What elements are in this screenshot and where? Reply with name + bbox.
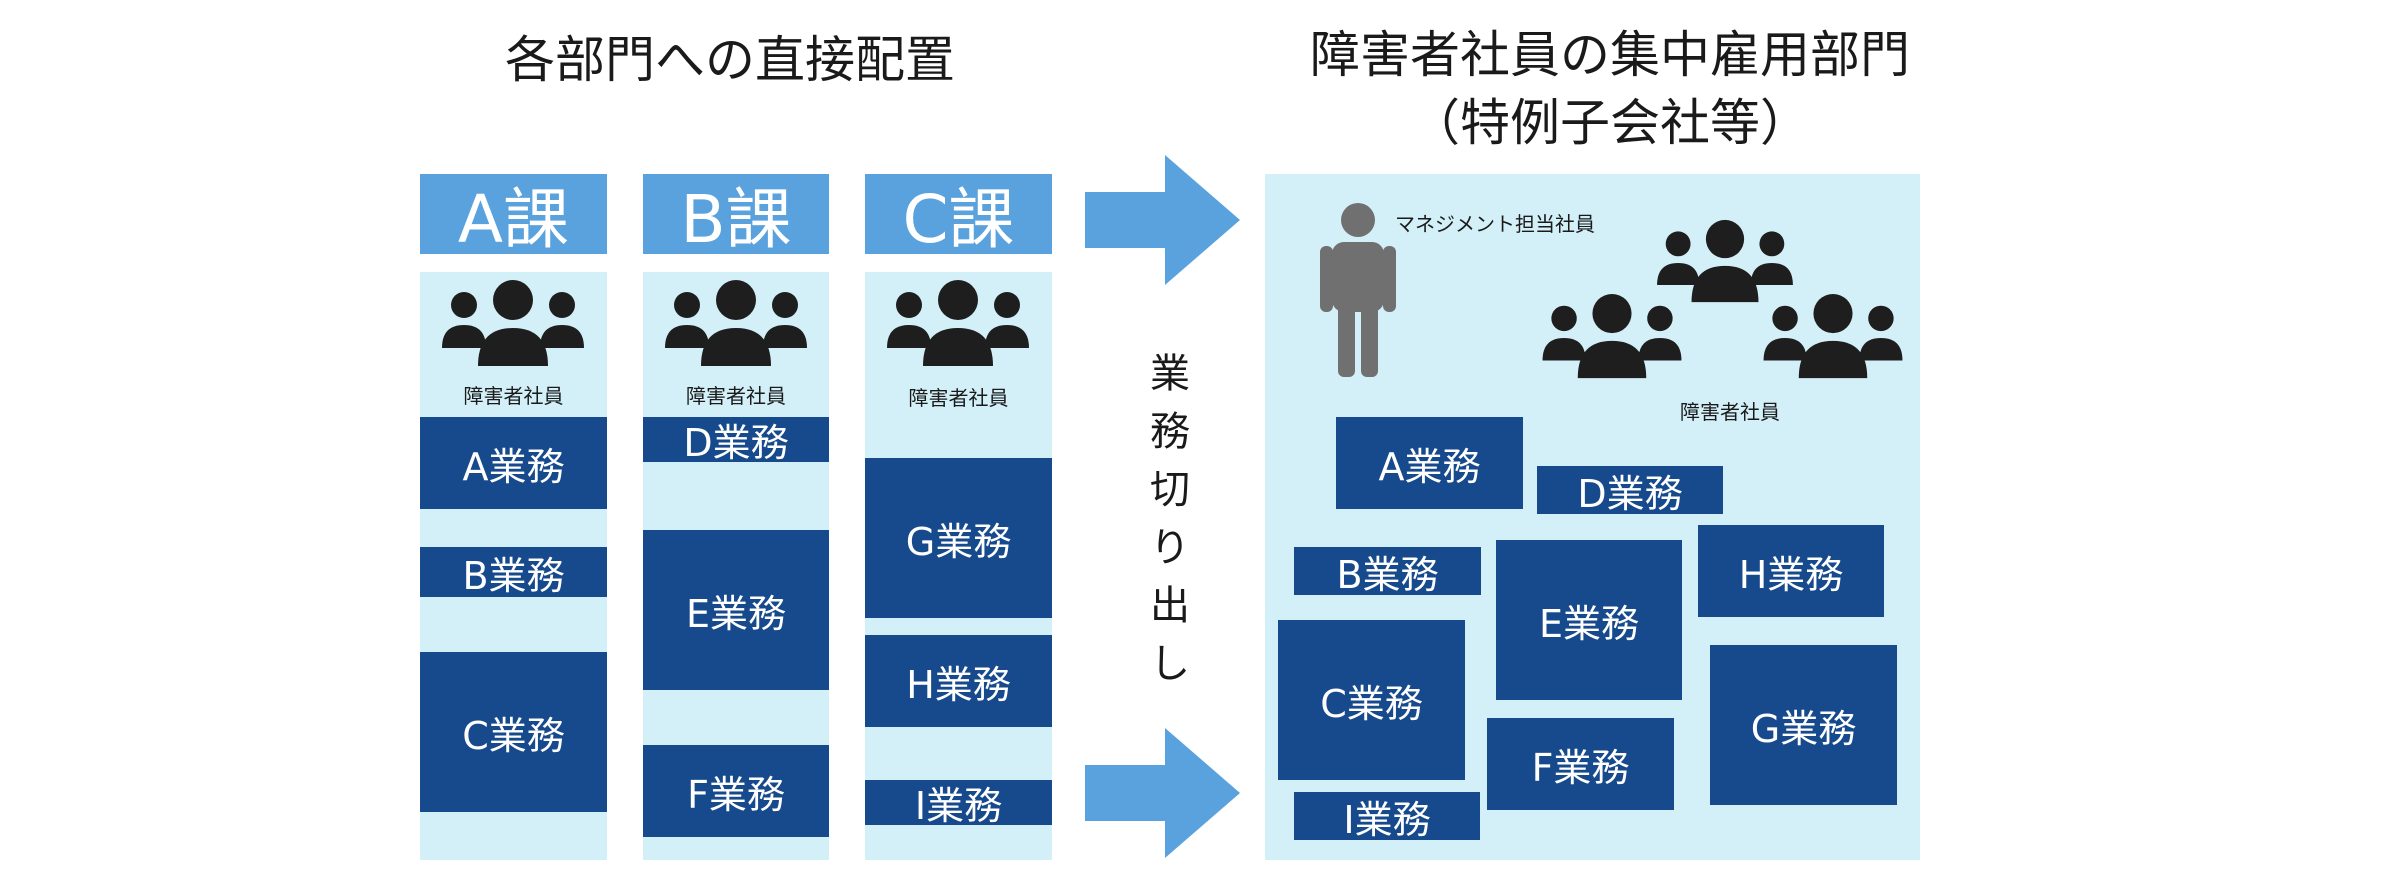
label-char: し <box>1150 641 1190 687</box>
people-label: 障害者社員 <box>686 384 786 408</box>
task-box-h: H業務 <box>1698 525 1884 617</box>
task-box-i: I業務 <box>865 780 1052 828</box>
task-box-i: I業務 <box>1294 792 1480 842</box>
task-box-b: B業務 <box>1294 547 1481 597</box>
department-header-c: C課 <box>865 174 1052 258</box>
task-box-c: C業務 <box>1278 620 1465 780</box>
task-extraction-label: 業 務 切 り 出 し <box>1135 345 1205 693</box>
person-icon <box>1320 203 1396 377</box>
task-box-e: E業務 <box>1496 540 1682 700</box>
people-group-icon <box>887 280 1029 366</box>
task-box-a: A業務 <box>420 417 607 509</box>
label-char: 業 <box>1150 351 1190 397</box>
task-box-h: H業務 <box>865 635 1052 727</box>
task-box-c: C業務 <box>420 652 607 812</box>
task-box-g: G業務 <box>1710 645 1897 805</box>
manager-label: マネジメント担当社員 <box>1395 212 1595 236</box>
arrow-right-icon <box>1085 155 1240 285</box>
arrow-right-icon <box>1085 728 1240 858</box>
task-box-g: G業務 <box>865 458 1052 618</box>
task-box-d: D業務 <box>1537 466 1723 516</box>
label-char: 切 <box>1150 467 1190 513</box>
task-box-e: E業務 <box>643 530 829 690</box>
task-box-d: D業務 <box>643 417 829 465</box>
department-header-a: A課 <box>420 174 607 258</box>
people-group-icon <box>1542 293 1682 379</box>
department-header-b: B課 <box>643 174 829 258</box>
task-box-f: F業務 <box>643 745 829 837</box>
left-title: 各部門への直接配置 <box>505 31 955 89</box>
label-char: 出 <box>1150 583 1190 629</box>
right-title-line-1: 障害者社員の集中雇用部門 <box>1310 26 1910 84</box>
task-box-f: F業務 <box>1487 718 1674 810</box>
people-group-icon <box>442 280 584 366</box>
people-label: 障害者社員 <box>463 384 564 408</box>
right-title-line-2: （特例子会社等） <box>1410 94 1810 152</box>
people-group-icon <box>1657 219 1793 303</box>
people-group-icon <box>1763 293 1903 379</box>
label-char: り <box>1150 525 1190 571</box>
task-box-a: A業務 <box>1336 417 1523 509</box>
people-group-icon <box>665 280 807 366</box>
people-label: 障害者社員 <box>1680 400 1780 424</box>
label-char: 務 <box>1150 409 1190 455</box>
people-label: 障害者社員 <box>908 386 1009 410</box>
task-box-b: B業務 <box>420 547 607 598</box>
